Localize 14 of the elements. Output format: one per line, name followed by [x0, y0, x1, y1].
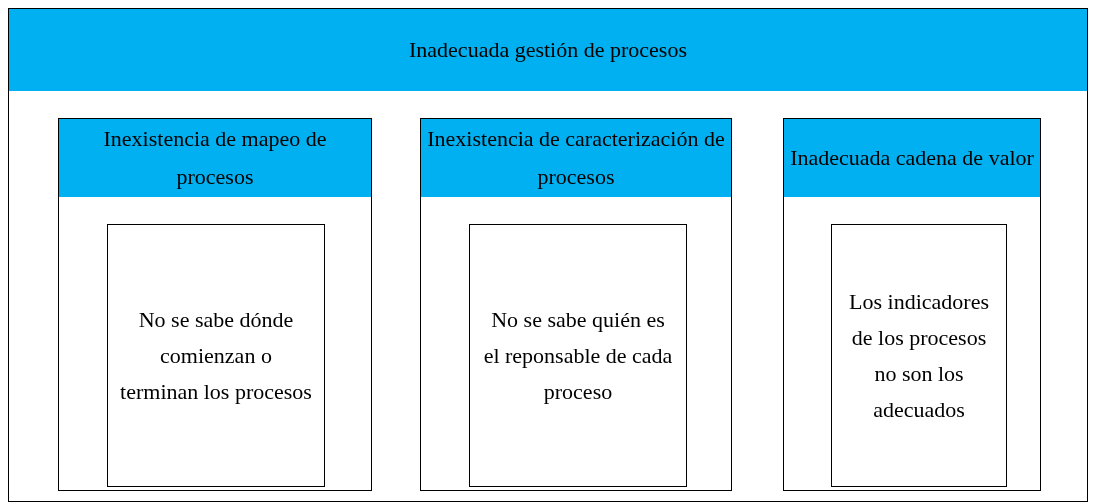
box-text: No se sabe quién es el reponsable de cada proceso [482, 305, 674, 406]
box-text: No se sabe dónde comienzan o terminan los procesos [120, 305, 312, 406]
text-box [107, 224, 325, 487]
category-panel [420, 118, 732, 491]
text-box [831, 224, 1007, 487]
category-panel [783, 118, 1041, 491]
header-text: Inexistencia de mapeo de procesos [102, 125, 328, 191]
box-text: Los indicadores de los procesos no son los adecuados [848, 287, 990, 424]
header-text: Inexistencia de caracterización de procesos [426, 125, 726, 191]
header-text: Inadecuada gestión de procesos [409, 36, 687, 64]
text-box [469, 224, 687, 487]
category-panel [58, 118, 372, 491]
header-text: Inadecuada cadena de valor [790, 144, 1034, 172]
diagram-frame [8, 8, 1088, 502]
